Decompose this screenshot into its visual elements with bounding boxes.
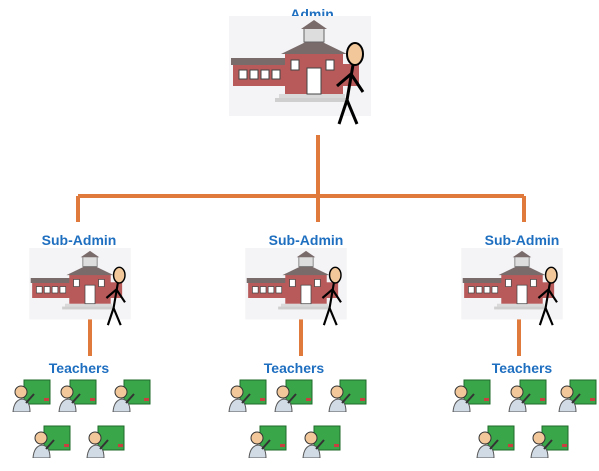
sub-admin-school-icon xyxy=(461,248,563,326)
teacher-at-chalkboard-icon xyxy=(56,378,98,417)
teachers-label: Teachers xyxy=(491,360,553,376)
sub-admin-school-icon xyxy=(245,248,347,326)
teacher-at-chalkboard-icon xyxy=(300,424,342,463)
school-with-stick-figure-icon xyxy=(29,248,131,326)
teacher-at-chalkboard-icon xyxy=(246,424,288,463)
teacher-at-chalkboard-icon xyxy=(556,378,598,417)
teacher-at-chalkboard-icon xyxy=(506,378,548,417)
teachers-label: Teachers xyxy=(48,360,110,376)
school-with-stick-figure-icon xyxy=(229,16,371,125)
teachers-label: Teachers xyxy=(263,360,325,376)
sub-admin-school-icon xyxy=(29,248,131,326)
teacher-at-chalkboard-icon xyxy=(450,378,492,417)
teacher-at-chalkboard-icon xyxy=(30,424,72,463)
sub-admin-label: Sub-Admin xyxy=(41,232,117,248)
teacher-at-chalkboard-icon xyxy=(272,378,314,417)
teacher-at-chalkboard-icon xyxy=(110,378,152,417)
school-with-stick-figure-icon xyxy=(461,248,563,326)
teacher-at-chalkboard-icon xyxy=(474,424,516,463)
admin-school-icon xyxy=(229,16,371,125)
school-with-stick-figure-icon xyxy=(245,248,347,326)
teacher-at-chalkboard-icon xyxy=(10,378,52,417)
teacher-at-chalkboard-icon xyxy=(528,424,570,463)
sub-admin-label: Sub-Admin xyxy=(268,232,344,248)
teacher-at-chalkboard-icon xyxy=(84,424,126,463)
sub-admin-label: Sub-Admin xyxy=(484,232,560,248)
teacher-at-chalkboard-icon xyxy=(226,378,268,417)
teacher-at-chalkboard-icon xyxy=(326,378,368,417)
